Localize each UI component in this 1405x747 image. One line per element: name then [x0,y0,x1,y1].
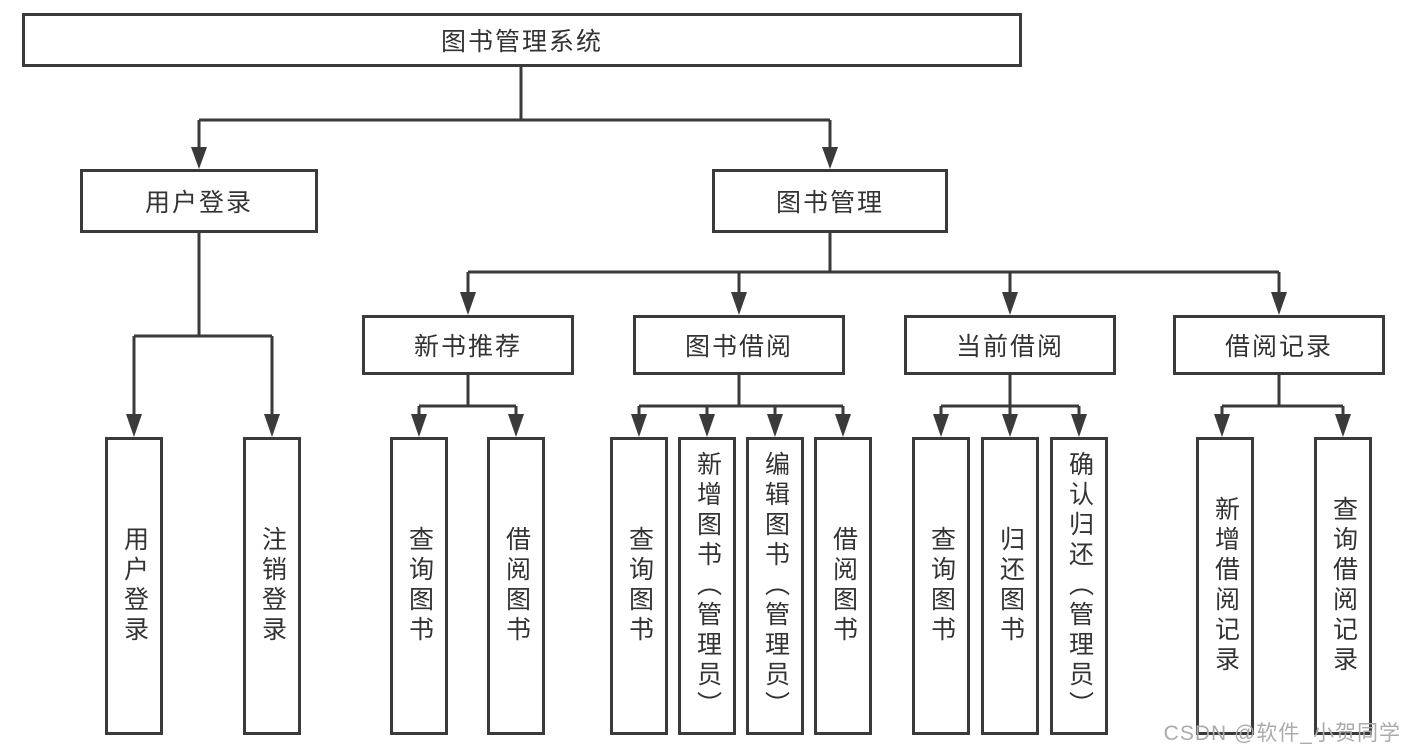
csdn-watermark: CSDN @软件_小贺同学 [1163,722,1401,745]
leaf-query-books-1: 查询图书 [390,437,448,735]
leaf-query-books-3: 查询图书 [912,437,970,735]
leaf-query-books-2: 查询图书 [610,437,668,735]
leaf-query-borrow-record: 查询借阅记录 [1314,437,1372,735]
connector-root-to-level2 [191,67,838,169]
node-book-management: 图书管理 [712,169,948,233]
node-user-login: 用户登录 [80,169,318,233]
node-label: 图书借阅 [684,333,793,361]
connector-user-login-to-leaves [126,233,280,437]
node-label: 用户登录 [144,189,253,217]
leaf-add-books-admin: 新增图书（管理员） [678,437,736,735]
node-new-book-recommend: 新书推荐 [362,315,574,375]
connector-new-books-to-leaves [411,375,524,437]
node-book-borrow: 图书借阅 [633,315,845,375]
leaf-return-books: 归还图书 [981,437,1039,735]
connector-borrow-records-to-leaves [1214,375,1351,437]
leaf-borrow-books-1: 借阅图书 [487,437,545,735]
node-label: 借阅记录 [1224,333,1333,361]
node-library-management-system: 图书管理系统 [22,13,1022,67]
leaf-logout: 注销登录 [243,437,301,735]
leaf-borrow-books-2: 借阅图书 [814,437,872,735]
node-label: 图书管理系统 [440,28,603,56]
connector-book-borrow-to-leaves [631,375,851,437]
connector-book-mgmt-to-modules [460,233,1287,315]
leaf-user-login: 用户登录 [105,437,163,735]
node-label: 图书管理 [775,189,884,217]
leaf-confirm-return-admin: 确认归还（管理员） [1050,437,1108,735]
connector-current-borrow-to-leaves [933,375,1087,437]
node-current-borrow: 当前借阅 [904,315,1116,375]
node-label: 当前借阅 [955,333,1064,361]
leaf-add-borrow-record: 新增借阅记录 [1196,437,1254,735]
node-label: 新书推荐 [413,333,522,361]
leaf-edit-books-admin: 编辑图书（管理员） [746,437,804,735]
node-borrow-records: 借阅记录 [1173,315,1385,375]
